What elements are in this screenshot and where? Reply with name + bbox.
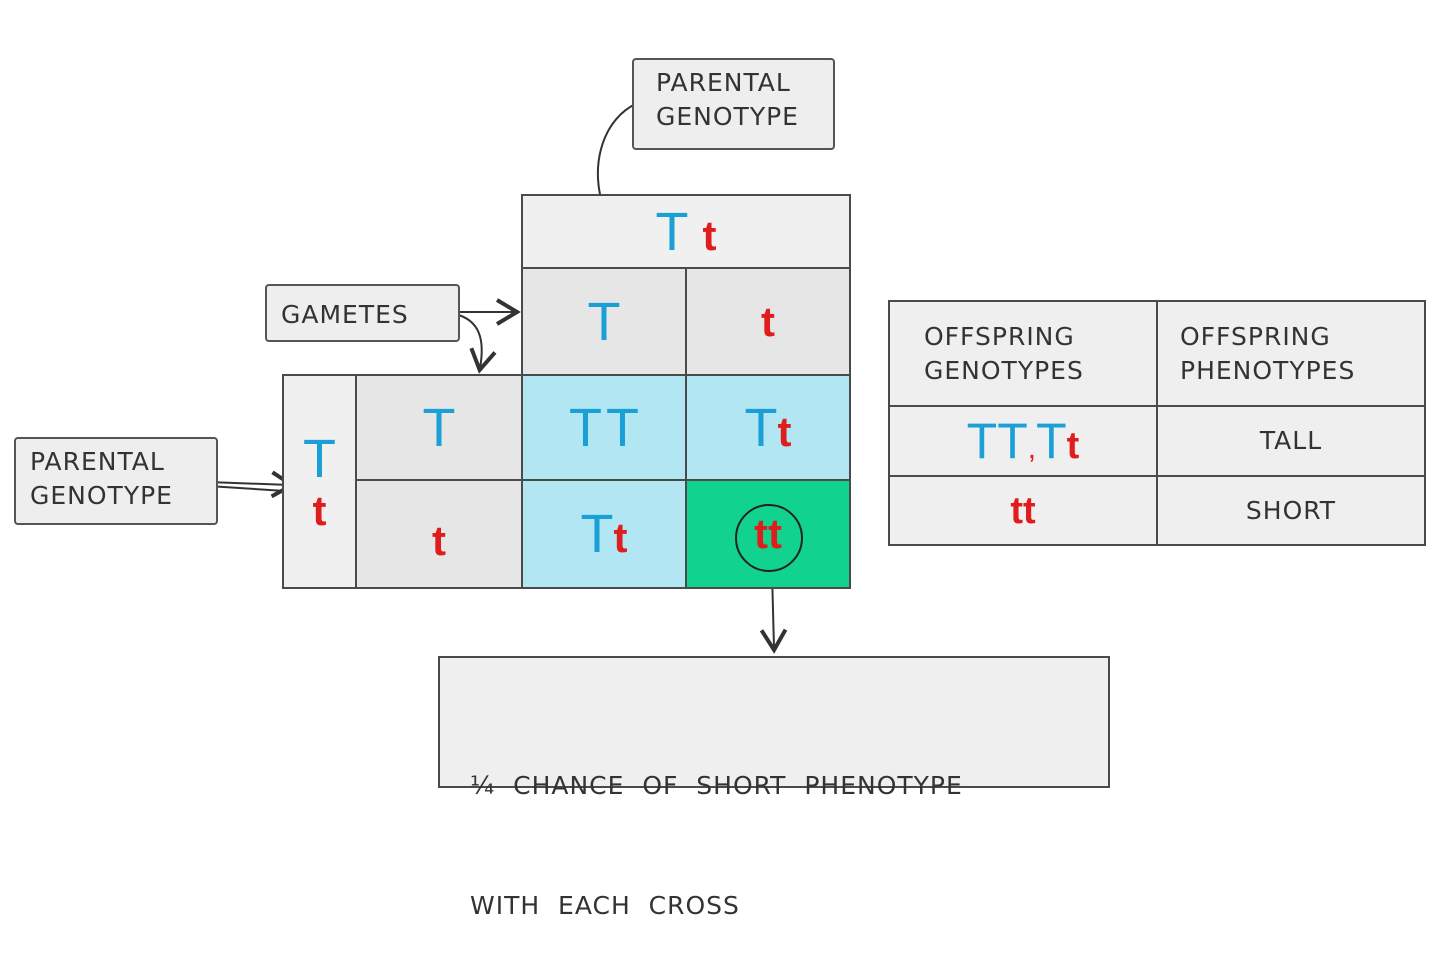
- offspring-cell-tt: t t: [685, 479, 851, 589]
- allele-dominant: T: [587, 291, 621, 352]
- parental-genotype-top-line2: GENOTYPE: [656, 101, 799, 131]
- left-gamete-cell-1: T: [355, 374, 523, 481]
- arrow-gametes-down: [454, 313, 497, 374]
- offspring-cell-Tt-top: T t: [685, 374, 851, 481]
- parental-genotype-left-tag: PARENTAL GENOTYPE: [14, 437, 218, 525]
- note-line1: ¼ CHANCE OF SHORT PHENOTYPE: [470, 771, 963, 800]
- allele-dominant: T: [655, 201, 689, 262]
- allele-dominant: T: [606, 397, 639, 458]
- allele-recessive: t: [613, 514, 628, 561]
- genotypes-cell-tall: T T , T t: [888, 405, 1158, 477]
- allele-dominant: T: [997, 413, 1028, 469]
- allele-recessive: t: [1066, 425, 1080, 467]
- probability-note-box: ¼ CHANCE OF SHORT PHENOTYPE WITH EACH CR…: [438, 656, 1110, 920]
- allele-dominant: T: [1036, 413, 1067, 469]
- gametes-label: GAMETES: [281, 300, 409, 329]
- note-line2: WITH EACH CROSS: [470, 891, 740, 920]
- allele-recessive: t: [312, 486, 327, 534]
- genotype-separator: ,: [1027, 432, 1037, 465]
- header-offspring-genotypes: OFFSPRING GENOTYPES: [888, 300, 1158, 407]
- allele-recessive: t: [761, 297, 775, 345]
- parental-genotype-top-line1: PARENTAL: [656, 68, 791, 97]
- offspring-cell-Tt-bottom: T t: [521, 479, 687, 589]
- gametes-tag: GAMETES: [265, 284, 460, 342]
- allele-dominant: T: [422, 397, 456, 458]
- allele-recessive: t: [702, 211, 717, 259]
- allele-recessive: t: [768, 510, 782, 557]
- phenotype-cell-tall: TALL: [1156, 405, 1426, 477]
- top-gamete-cell-2: t: [685, 267, 851, 376]
- genotypes-cell-short: t t: [888, 475, 1158, 546]
- header-offspring-phenotypes: OFFSPRING PHENOTYPES: [1156, 300, 1426, 407]
- left-parent-genotype-cell: T t: [282, 374, 357, 589]
- allele-dominant: T: [966, 413, 998, 469]
- table-row: t t SHORT: [888, 475, 1426, 546]
- allele-dominant: T: [569, 397, 602, 458]
- parental-genotype-left-line2: GENOTYPE: [30, 480, 173, 510]
- parental-genotype-top-tag: PARENTAL GENOTYPE: [632, 58, 835, 150]
- allele-recessive: t: [1023, 489, 1036, 532]
- table-row: T T , T t TALL: [888, 405, 1426, 477]
- allele-recessive: t: [777, 407, 792, 455]
- allele-recessive: t: [754, 510, 768, 557]
- offspring-summary-table: OFFSPRING GENOTYPES OFFSPRING PHENOTYPES…: [888, 300, 1426, 546]
- arrow-parental-left: [207, 470, 296, 499]
- phenotype-cell-short: SHORT: [1156, 475, 1426, 546]
- left-gamete-cell-2: t: [355, 479, 523, 589]
- table-header-row: OFFSPRING GENOTYPES OFFSPRING PHENOTYPES: [888, 300, 1426, 407]
- allele-recessive: t: [432, 517, 446, 564]
- top-gamete-cell-1: T: [521, 267, 687, 376]
- parental-genotype-left-line1: PARENTAL: [30, 447, 165, 476]
- allele-recessive: t: [1010, 489, 1023, 532]
- allele-dominant: T: [580, 504, 614, 564]
- allele-dominant: T: [744, 397, 778, 458]
- top-parent-genotype-cell: T t: [521, 194, 851, 269]
- allele-dominant: T: [303, 428, 336, 489]
- offspring-cell-TT: T T: [521, 374, 687, 481]
